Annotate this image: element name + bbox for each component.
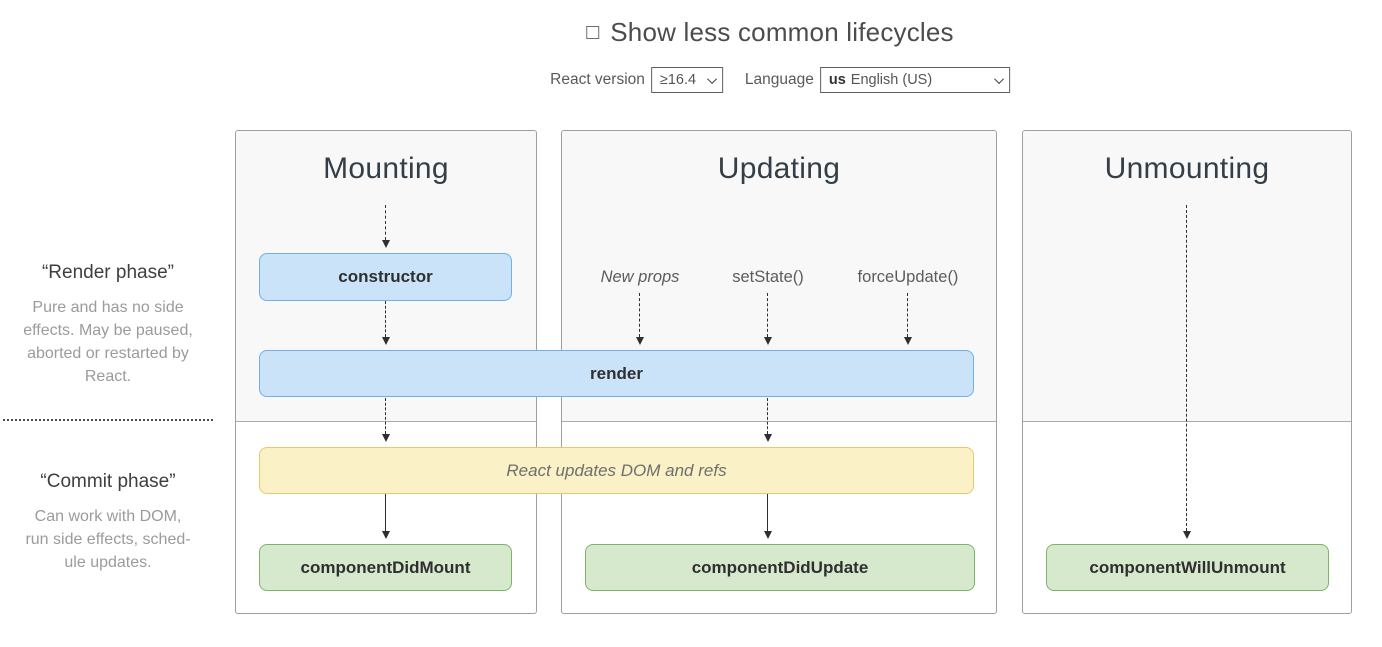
react-version-label: React version <box>550 71 645 88</box>
react-version-value: ≥16.4 <box>659 72 697 88</box>
node-render[interactable]: render <box>259 350 974 397</box>
trigger-setstate: setState() <box>732 268 804 286</box>
language-label: Language <box>744 71 814 88</box>
language-flag: us <box>828 72 846 88</box>
commit-phase-title: “Commit phase” <box>40 471 176 492</box>
phase-legend: “Render phase” Pure and has no side effe… <box>0 0 216 647</box>
node-constructor[interactable]: constructor <box>259 253 512 301</box>
arrow-mounting-to-constructor <box>382 205 391 248</box>
arrow-constructor-to-render <box>382 301 391 345</box>
render-phase-description: Pure and has no side effects. May be pau… <box>23 299 193 385</box>
arrow-unmounting-to-will-unmount <box>1183 205 1192 539</box>
show-less-common-label[interactable]: Show less common lifecycles <box>610 17 954 47</box>
header-toggle-row: Show less common lifecycles <box>586 17 954 48</box>
arrow-render-to-dom-update-mounting <box>382 398 391 442</box>
trigger-forceupdate: forceUpdate() <box>857 268 959 286</box>
phase-divider <box>3 419 213 421</box>
trigger-new-props: New props <box>600 268 680 286</box>
node-component-did-update[interactable]: componentDidUpdate <box>585 544 975 591</box>
node-component-did-mount[interactable]: componentDidMount <box>259 544 512 591</box>
arrow-dom-update-to-did-update <box>764 494 773 539</box>
chevron-down-icon <box>993 73 1004 84</box>
column-unmounting: Unmounting <box>1022 130 1352 614</box>
arrow-dom-update-to-did-mount <box>382 494 391 539</box>
arrow-forceupdate-to-render <box>904 293 913 345</box>
node-react-updates-dom: React updates DOM and refs <box>259 447 974 494</box>
unmounting-column-title: Unmounting <box>1104 152 1270 185</box>
updating-column-title: Updating <box>717 152 841 185</box>
react-version-select[interactable]: ≥16.4 <box>650 67 723 93</box>
arrow-setstate-to-render <box>764 293 773 345</box>
chevron-down-icon <box>706 73 717 84</box>
language-name: English (US) <box>850 72 933 88</box>
mounting-column-title: Mounting <box>323 152 449 185</box>
render-phase-title: “Render phase” <box>41 262 175 283</box>
show-less-common-checkbox[interactable] <box>586 26 600 39</box>
arrow-new-props-to-render <box>636 293 645 345</box>
node-component-will-unmount[interactable]: componentWillUnmount <box>1046 544 1329 591</box>
arrow-render-to-dom-update-updating <box>764 398 773 442</box>
commit-phase-description: Can work with DOM, run side effects, sch… <box>25 508 191 571</box>
